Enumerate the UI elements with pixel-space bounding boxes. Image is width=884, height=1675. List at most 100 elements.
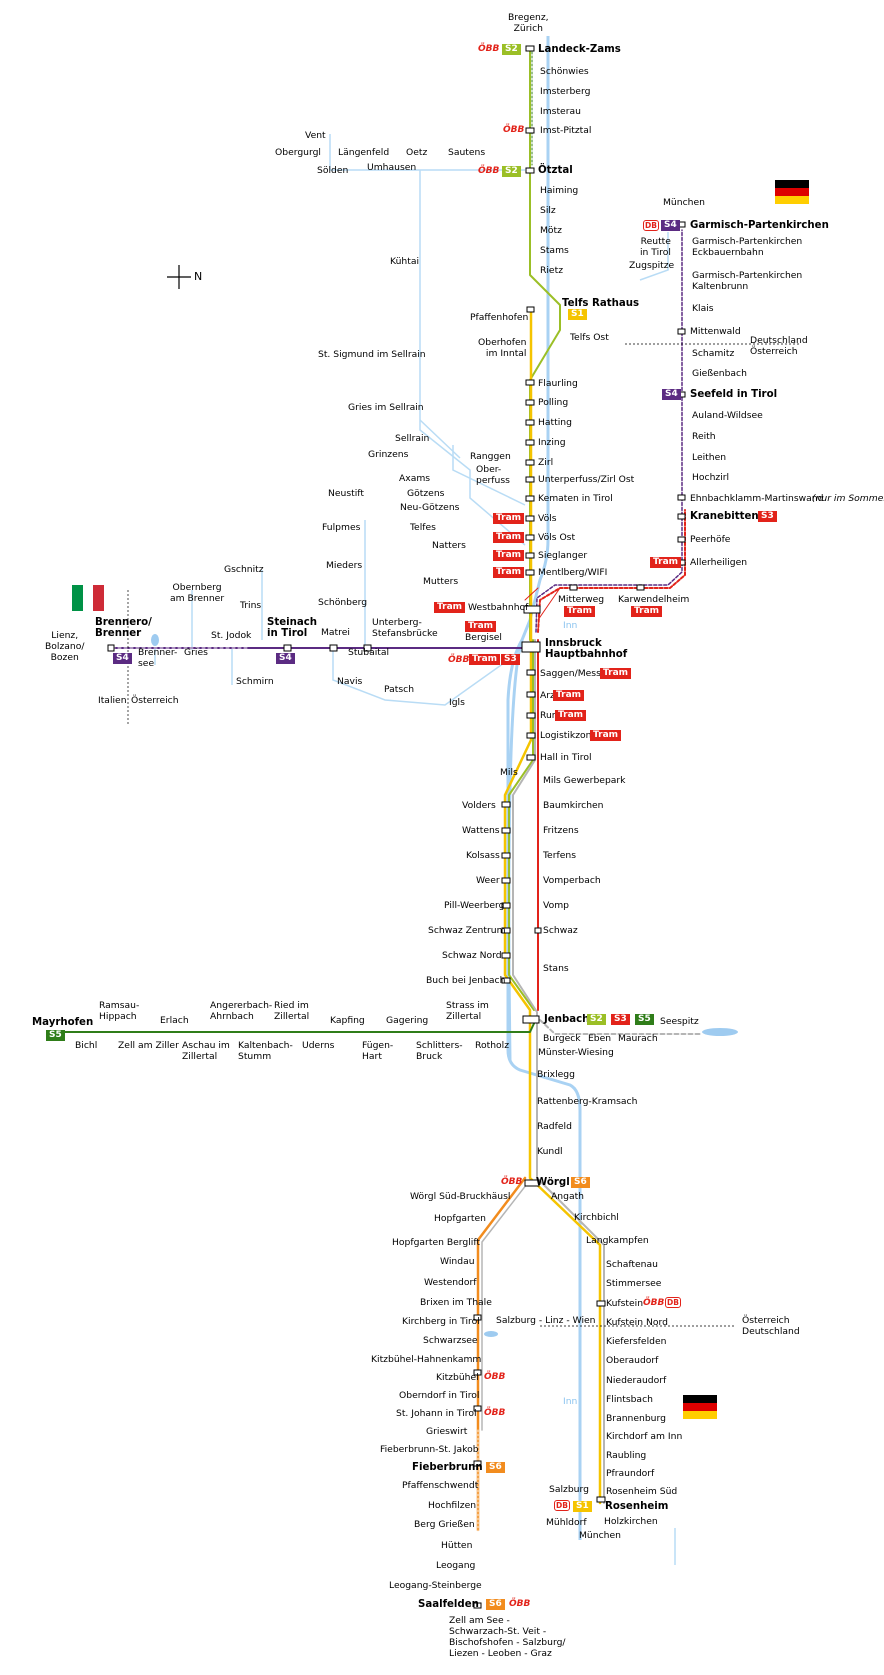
station-moetz[interactable]: Mötz xyxy=(540,225,562,236)
station-huetten[interactable]: Hütten xyxy=(441,1540,473,1551)
station-hopfgarten-berglift[interactable]: Hopfgarten Berglift xyxy=(392,1237,481,1248)
station-ramsau[interactable]: Ramsau- Hippach xyxy=(99,1000,140,1022)
station-hochfilzen[interactable]: Hochfilzen xyxy=(428,1500,477,1511)
station-eben[interactable]: Eben xyxy=(588,1033,612,1044)
station-st-johann[interactable]: St. Johann in Tirol xyxy=(396,1408,477,1419)
station-kolsass[interactable]: Kolsass xyxy=(466,850,500,861)
station-leogang-steinberge[interactable]: Leogang-Steinberge xyxy=(389,1580,482,1591)
station-inzing[interactable]: Inzing xyxy=(538,437,566,448)
station-silz[interactable]: Silz xyxy=(540,205,556,216)
station-stans[interactable]: Stans xyxy=(543,963,569,974)
station-aschau[interactable]: Aschau im Zillertal xyxy=(182,1040,230,1062)
station-mentlberg[interactable]: Mentlberg/WIFI xyxy=(538,567,608,578)
station-angath[interactable]: Angath xyxy=(551,1191,584,1202)
station-seespitz[interactable]: Seespitz xyxy=(660,1016,699,1027)
station-fieberbrunn[interactable]: Fieberbrunn xyxy=(412,1462,483,1473)
station-matrei[interactable]: Matrei xyxy=(321,627,350,638)
station-strass[interactable]: Strass im Zillertal xyxy=(446,1000,489,1022)
station-mils-gp[interactable]: Mils Gewerbepark xyxy=(543,775,626,786)
station-karwendelheim[interactable]: Karwendelheim xyxy=(618,594,690,605)
station-bichl[interactable]: Bichl xyxy=(75,1040,98,1051)
station-voels[interactable]: Völs xyxy=(538,513,557,524)
station-fuegen[interactable]: Fügen- Hart xyxy=(362,1040,394,1062)
station-jenbach[interactable]: Jenbach xyxy=(544,1014,590,1025)
station-kundl[interactable]: Kundl xyxy=(537,1146,563,1157)
station-garmisch[interactable]: Garmisch-Partenkirchen xyxy=(690,220,829,231)
station-voels-ost[interactable]: Völs Ost xyxy=(538,532,576,543)
station-terfens[interactable]: Terfens xyxy=(543,850,576,861)
station-unterperfuss[interactable]: Unterperfuss/Zirl Ost xyxy=(538,474,635,485)
station-oetztal[interactable]: Ötztal xyxy=(538,165,573,176)
station-brenner[interactable]: Brennero/ Brenner xyxy=(95,617,152,639)
station-rietz[interactable]: Rietz xyxy=(540,265,564,276)
station-pill[interactable]: Pill-Weerberg xyxy=(444,900,505,911)
station-westbahnhof[interactable]: Westbahnhof xyxy=(468,602,529,613)
station-mils[interactable]: Mils xyxy=(500,767,518,778)
station-flaurling[interactable]: Flaurling xyxy=(538,378,578,389)
station-mayrhofen[interactable]: Mayrhofen xyxy=(32,1017,94,1028)
station-auland[interactable]: Auland-Wildsee xyxy=(692,410,763,421)
station-niederaudorf[interactable]: Niederaudorf xyxy=(606,1375,667,1386)
station-vomperbach[interactable]: Vomperbach xyxy=(543,875,601,886)
station-grieswirt[interactable]: Grieswirt xyxy=(426,1426,468,1437)
station-stams[interactable]: Stams xyxy=(540,245,569,256)
station-woergl-sb[interactable]: Wörgl Süd-Bruckhäusl xyxy=(410,1191,511,1202)
station-schlitters[interactable]: Schlitters- Bruck xyxy=(416,1040,463,1062)
station-rosenheim-sued[interactable]: Rosenheim Süd xyxy=(606,1486,678,1497)
station-mittenwald[interactable]: Mittenwald xyxy=(690,326,741,337)
station-imsterau[interactable]: Imsterau xyxy=(540,106,581,117)
station-sieglanger[interactable]: Sieglanger xyxy=(538,550,588,561)
station-radfeld[interactable]: Radfeld xyxy=(537,1121,572,1132)
station-imsterberg[interactable]: Imsterberg xyxy=(540,86,591,97)
station-hopfgarten[interactable]: Hopfgarten xyxy=(434,1213,486,1224)
station-brannenburg[interactable]: Brannenburg xyxy=(606,1413,666,1424)
station-angerer[interactable]: Angererbach- Ahrnbach xyxy=(210,1000,273,1022)
station-stimmersee[interactable]: Stimmersee xyxy=(606,1278,662,1289)
station-kirchberg[interactable]: Kirchberg in Tirol xyxy=(402,1316,480,1327)
station-st-jodok[interactable]: St. Jodok xyxy=(211,630,252,641)
station-schaftenau[interactable]: Schaftenau xyxy=(606,1259,658,1270)
station-hatting[interactable]: Hatting xyxy=(538,417,572,428)
station-oberaudorf[interactable]: Oberaudorf xyxy=(606,1355,659,1366)
station-kirchdorf[interactable]: Kirchdorf am Inn xyxy=(606,1431,683,1442)
station-schwaz-zentrum[interactable]: Schwaz Zentrum xyxy=(428,925,506,936)
station-oberhofen[interactable]: Oberhofen im Inntal xyxy=(478,337,527,359)
station-gp-kaltenbrunn[interactable]: Garmisch-Partenkirchen Kaltenbrunn xyxy=(692,270,803,292)
station-kufstein-nord[interactable]: Kufstein Nord xyxy=(606,1317,668,1328)
station-maurach[interactable]: Maurach xyxy=(618,1033,658,1044)
station-kirchbichl[interactable]: Kirchbichl xyxy=(574,1212,619,1223)
station-gp-eckbauernbahn[interactable]: Garmisch-Partenkirchen Eckbauernbahn xyxy=(692,236,803,258)
station-pfraundorf[interactable]: Pfraundorf xyxy=(606,1468,655,1479)
station-ried[interactable]: Ried im Zillertal xyxy=(274,1000,310,1022)
station-seefeld[interactable]: Seefeld in Tirol xyxy=(690,389,778,400)
station-reith[interactable]: Reith xyxy=(692,431,716,442)
station-schamitz[interactable]: Schamitz xyxy=(692,348,735,359)
station-telfs-ost[interactable]: Telfs Ost xyxy=(570,332,609,343)
station-landeck[interactable]: Landeck-Zams xyxy=(538,44,621,55)
station-kitzbuehel[interactable]: Kitzbühel xyxy=(436,1372,479,1383)
station-kematen[interactable]: Kematen in Tirol xyxy=(538,493,613,504)
station-pfaffenhofen[interactable]: Pfaffenhofen xyxy=(470,312,529,323)
station-fieberbrunn-sj[interactable]: Fieberbrunn-St. Jakob xyxy=(380,1444,479,1455)
station-gagering[interactable]: Gagering xyxy=(386,1015,429,1026)
station-muenster[interactable]: Münster-Wiesing xyxy=(538,1047,614,1058)
station-imst[interactable]: Imst-Pitztal xyxy=(540,125,592,136)
station-bergisel[interactable]: Bergisel xyxy=(465,632,502,643)
station-rotholz[interactable]: Rotholz xyxy=(475,1040,510,1051)
station-rattenberg[interactable]: Rattenberg-Kramsach xyxy=(537,1096,638,1107)
station-burgeck[interactable]: Burgeck xyxy=(543,1033,581,1044)
station-vomp[interactable]: Vomp xyxy=(543,900,569,911)
station-leithen[interactable]: Leithen xyxy=(692,452,727,463)
station-brixlegg[interactable]: Brixlegg xyxy=(537,1069,575,1080)
station-windau[interactable]: Windau xyxy=(440,1256,475,1267)
station-rosenheim[interactable]: Rosenheim xyxy=(605,1501,669,1512)
station-flintsbach[interactable]: Flintsbach xyxy=(606,1394,653,1405)
station-rum[interactable]: Rum xyxy=(540,710,561,721)
station-stubaital[interactable]: Stubaital xyxy=(348,647,390,658)
station-pfaffenschwendt[interactable]: Pfaffenschwendt xyxy=(402,1480,479,1491)
station-kufstein[interactable]: Kufstein xyxy=(606,1298,644,1309)
station-schwaz-nord[interactable]: Schwaz Nord xyxy=(442,950,502,961)
station-haiming[interactable]: Haiming xyxy=(540,185,579,196)
station-fritzens[interactable]: Fritzens xyxy=(543,825,579,836)
station-schoenwies[interactable]: Schönwies xyxy=(540,66,589,77)
